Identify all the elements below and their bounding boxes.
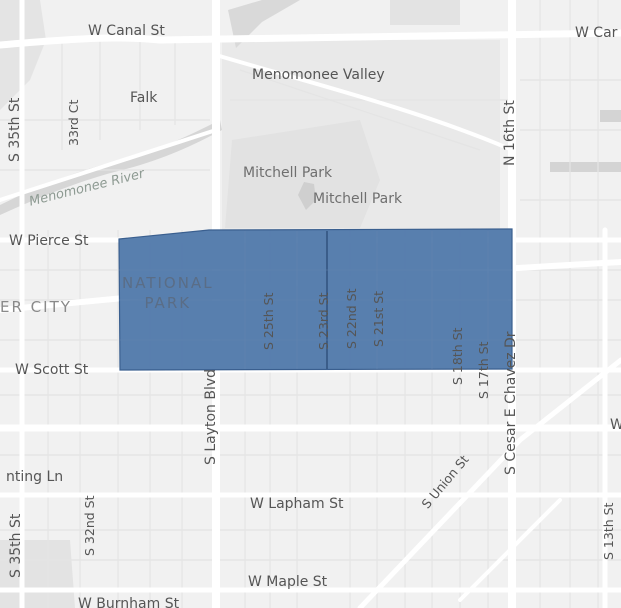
label-33rd-ct: 33rd Ct bbox=[66, 99, 81, 146]
label-w-scott-st: W Scott St bbox=[15, 362, 89, 378]
label-s-13th-st: S 13th St bbox=[601, 502, 616, 560]
label-falk: Falk bbox=[130, 90, 158, 106]
label-s-23rd-st: S 23rd St bbox=[316, 292, 331, 350]
label-w-maple-st: W Maple St bbox=[248, 574, 328, 590]
mitchell-park-dome bbox=[298, 182, 316, 210]
label-w-lapham-st: W Lapham St bbox=[250, 496, 344, 512]
highlight-grid bbox=[119, 231, 512, 369]
label-menomonee-valley: Menomonee Valley bbox=[252, 67, 385, 83]
label-s-cesar-e-chavez-dr: S Cesar E Chavez Dr bbox=[503, 331, 519, 475]
label-s-17th-st: S 17th St bbox=[476, 341, 491, 399]
label-s-21st-st: S 21st St bbox=[371, 290, 386, 347]
mitchell-park-area bbox=[225, 120, 380, 228]
east-building-2 bbox=[600, 110, 621, 122]
label-w-burnham-st: W Burnham St bbox=[78, 596, 180, 608]
label-s-32nd-st: S 32nd St bbox=[82, 495, 97, 556]
label-hunting-ln: nting Ln bbox=[6, 469, 64, 485]
label-ter-city: ER CITY bbox=[0, 298, 72, 316]
label-s-layton-blvd: S Layton Blvd bbox=[203, 368, 219, 465]
label-n-16th-st: N 16th St bbox=[502, 100, 518, 166]
east-building bbox=[550, 162, 621, 172]
label-w-canal-st: W Canal St bbox=[88, 23, 165, 39]
menomonee-river bbox=[0, 120, 222, 215]
label-w-pierce-st: W Pierce St bbox=[9, 233, 89, 249]
label-s-22nd-st: S 22nd St bbox=[344, 288, 359, 349]
label-s-35th-st-bottom: S 35th St bbox=[8, 513, 24, 578]
highlighted-region[interactable] bbox=[118, 228, 513, 371]
label-s-35th-st-top: S 35th St bbox=[7, 97, 23, 162]
label-w-right-edge: W bbox=[610, 417, 621, 433]
label-s-25th-st: S 25th St bbox=[261, 292, 276, 350]
ne-block bbox=[390, 0, 460, 25]
label-w-canal-east: W Car bbox=[575, 25, 618, 41]
label-mitchell-park: Mitchell Park bbox=[243, 165, 333, 181]
label-mitchell-park-poi: Mitchell Park bbox=[313, 191, 403, 207]
label-s-18th-st: S 18th St bbox=[450, 327, 465, 385]
label-national-park: NATIONAL PARK bbox=[122, 274, 214, 312]
